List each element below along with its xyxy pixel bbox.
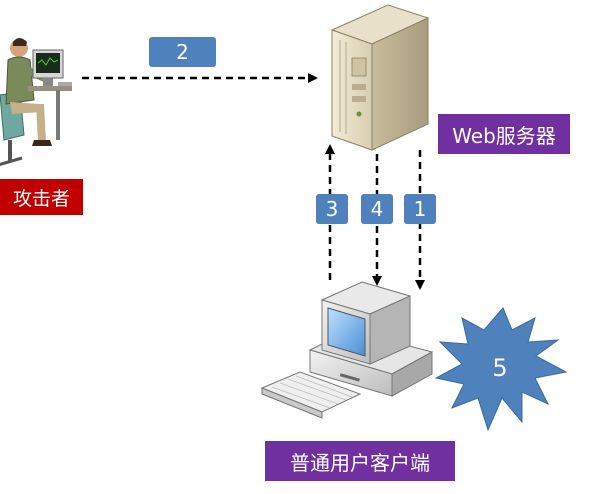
web-server-icon [330,4,430,151]
client-label-box: 普通用户客户端 [265,441,455,481]
attacker-label: 攻击者 [12,187,70,210]
step-2-label: 2 [176,40,189,64]
client-label: 普通用户客户端 [290,450,430,475]
starburst-shape [434,307,568,432]
step-4-label: 4 [370,197,384,221]
server-label-box: Web服务器 [438,114,570,154]
step-4-box: 4 [361,194,393,224]
attacker-icon [0,38,72,166]
step-3-box: 3 [316,194,348,224]
step-1-box: 1 [404,194,436,224]
step-2-box: 2 [149,37,216,67]
attacker-label-box: 攻击者 [0,179,83,215]
step-5-label: 5 [492,354,507,382]
step-1-label: 1 [413,197,427,221]
step-3-label: 3 [325,197,339,221]
server-label: Web服务器 [452,123,556,148]
client-computer-icon [260,281,434,419]
